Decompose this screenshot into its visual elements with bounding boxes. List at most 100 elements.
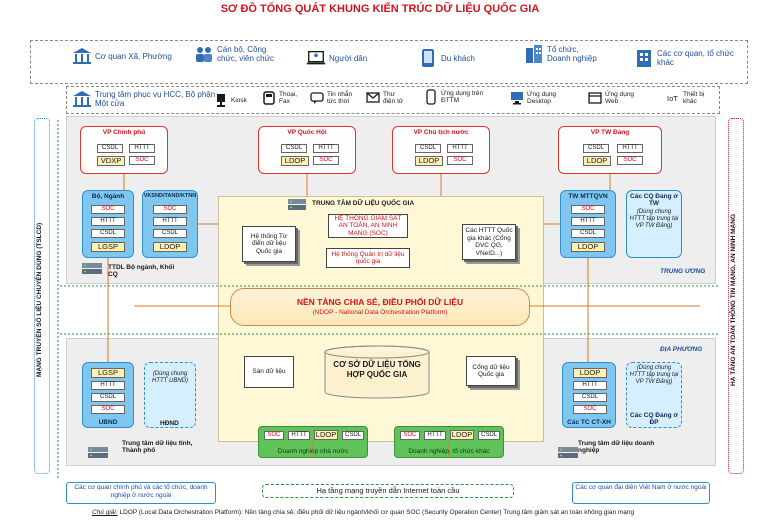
col-title: UBND: [98, 419, 118, 426]
agency-item: HTTT: [129, 144, 155, 153]
user-group-commune: Cơ quan Xã, Phường: [72, 46, 172, 66]
col-item: SOC: [571, 205, 605, 214]
web-app-icon: [588, 91, 602, 105]
chat-message-icon: [310, 91, 324, 105]
col-title: VKSND/TAND/KTNN: [143, 193, 197, 199]
agency-item: VDXP: [97, 156, 125, 166]
col-item: HTTT: [153, 217, 187, 226]
col-hdnd: (Dùng chung HTTT UBND): [144, 362, 196, 428]
data-exchange-floor: Sàn dữ liệu: [244, 356, 294, 388]
national-data-portal: Cổng dữ liệu Quốc gia: [466, 356, 516, 386]
other-national-systems: Các HTTT Quốc gia khác (Cổng DVC QG, VNe…: [462, 224, 516, 260]
channel-label: Tin nhắn tức thời: [327, 91, 353, 105]
internet-label: Hạ tầng mạng truyền dẫn Internet toàn cầ…: [316, 486, 460, 495]
agency-item: LDOP: [281, 156, 309, 166]
channel-desktop: Ứng dụng Desktop: [510, 91, 567, 105]
agency-item: LDOP: [415, 156, 443, 166]
kiosk-icon: [214, 93, 228, 107]
col-item: HTTT: [571, 217, 605, 226]
col-ct-xh: LDOP HTTT CSDL SOC Các TC CT-XH: [562, 362, 616, 428]
user-group-enterprise: Tổ chức, Doanh nghiệp: [524, 44, 604, 64]
agency-title: VP Chính phủ: [102, 129, 146, 136]
government-building-icon: [72, 46, 92, 66]
col-item: LDOP: [571, 242, 605, 252]
col-item: CSDL: [153, 229, 187, 238]
col-item: LGSP: [91, 368, 125, 378]
iot-device-icon: IoT: [666, 91, 680, 105]
col-ubnd: LGSP HTTT CSDL SOC UBND: [82, 362, 134, 428]
channel-smartphone: Ứng dụng trên ĐTTM: [424, 89, 485, 105]
ent-item: HTTT: [424, 431, 446, 440]
col-note: (Dùng chung HTTT tập trung tại VP TW Đản…: [629, 209, 679, 229]
col-title: Các CQ Đảng ở TW: [630, 193, 678, 207]
channel-chat: Tin nhắn tức thời: [310, 91, 361, 105]
phone-fax-icon: [262, 91, 276, 105]
col-bo-nganh: Bộ, Ngành SOC HTTT CSDL LGSP: [82, 190, 134, 258]
user-group-tourist: Du khách: [418, 48, 498, 68]
channel-label: Kiosk: [231, 96, 247, 104]
user-group-label: Du khách: [441, 53, 475, 63]
ent-item: SOC: [400, 431, 420, 440]
diagram-title: SƠ ĐỒ TỔNG QUÁT KHUNG KIẾN TRÚC DỮ LIỆU …: [220, 3, 540, 15]
ent-item: HTTT: [288, 431, 310, 440]
col-title: Các CQ Đảng ở ĐP: [630, 412, 678, 426]
agency-title: VP Chủ tịch nước: [413, 129, 469, 136]
col-item: HTTT: [91, 217, 125, 226]
col-item: CSDL: [91, 229, 125, 238]
agency-vp-chinh-phu: VP Chính phủ CSDL HTTT VDXP SOC: [80, 126, 168, 174]
officials-icon: [194, 44, 214, 64]
ent-item: CSDL: [478, 431, 500, 440]
col-item: CSDL: [91, 393, 125, 402]
agency-vp-chu-tich-nuoc: VP Chủ tịch nước CSDL HTTT LDOP SOC: [392, 126, 490, 174]
channel-iot: IoT Thiết bị khác: [666, 91, 713, 105]
enterprise-building-icon: [524, 44, 544, 64]
service-center-icon: [72, 89, 92, 109]
agency-item: HTTT: [617, 144, 643, 153]
col-item: SOC: [573, 405, 607, 414]
col-title: Bộ, Ngành: [91, 193, 125, 200]
vietnam-missions-abroad: Các cơ quan đại diện Việt Nam ở nước ngo…: [572, 482, 710, 504]
agency-vp-tw-dang: VP TW Đảng CSDL HTTT LDOP SOC: [558, 126, 662, 174]
agency-item: CSDL: [281, 144, 307, 153]
other-organizations-icon: [634, 48, 654, 68]
user-group-citizen: Người dân: [306, 48, 386, 68]
col-title: TW MTTQVN: [568, 193, 608, 200]
user-group-label: Người dân: [329, 53, 368, 63]
center-title: TRUNG TÂM DỮ LIỆU QUỐC GIA: [312, 200, 415, 207]
province-dc-icon: [86, 446, 110, 462]
channel-label: Ứng dụng trên ĐTTM: [441, 90, 484, 104]
local-label: ĐỊA PHƯƠNG: [660, 346, 703, 353]
user-group-label: Tổ chức, Doanh nghiệp: [547, 45, 597, 63]
agency-item: SOC: [617, 156, 643, 165]
province-dc-label: Trung tâm dữ liệu tỉnh, Thành phố: [122, 440, 193, 454]
ent-item: CSDL: [342, 431, 364, 440]
foreign-organizations: Các cơ quan chính phủ và các tổ chức, do…: [66, 482, 216, 504]
agency-item: SOC: [447, 156, 473, 165]
footnote-text: LDOP (Local Data Orchestration Platform)…: [117, 509, 635, 516]
agency-item: CSDL: [415, 144, 441, 153]
desktop-app-icon: [510, 91, 524, 105]
internet-infrastructure: Hạ tầng mạng truyền dẫn Internet toàn cầ…: [262, 484, 514, 498]
enterprise-dc-label: Trung tâm dữ liệu doanh nghiệp: [578, 440, 655, 454]
ministry-dc-label: TTDL Bộ ngành, Khối CQ: [108, 264, 175, 278]
soc-system: HỆ THỐNG GIÁM SÁT AN TOÀN, AN NINH MẠNG …: [328, 214, 408, 238]
channel-label: Thoại, Fax: [279, 91, 298, 105]
col-note: (Dùng chung HTTT UBND): [152, 371, 188, 384]
col-item: SOC: [153, 205, 187, 214]
dictionary-system: Hệ thống Từ điển dữ liệu Quốc gia: [242, 226, 296, 262]
channel-kiosk: Kiosk: [214, 93, 247, 107]
col-mttq: TW MTTQVN SOC HTTT CSDL LDOP: [560, 190, 616, 258]
channel-label: Ứng dụng Web: [605, 91, 635, 105]
agency-item: CSDL: [97, 144, 123, 153]
data-management-system: Hệ thống Quản trị dữ liệu quốc gia: [326, 248, 410, 268]
channel-label: Ứng dụng Desktop: [527, 91, 557, 105]
ent-item: LDOP: [450, 430, 474, 440]
channel-web: Ứng dụng Web: [588, 91, 645, 105]
agency-title: VP Quốc Hội: [287, 129, 327, 136]
channel-label: Thiết bị khác: [683, 91, 705, 105]
footnote: Chú giải: LDOP (Local Data Orchestration…: [92, 509, 772, 516]
col-item: SOC: [91, 405, 125, 414]
user-group-officials: Cán bộ, Công chức, viên chức: [194, 44, 278, 64]
col-item: CSDL: [573, 393, 607, 402]
